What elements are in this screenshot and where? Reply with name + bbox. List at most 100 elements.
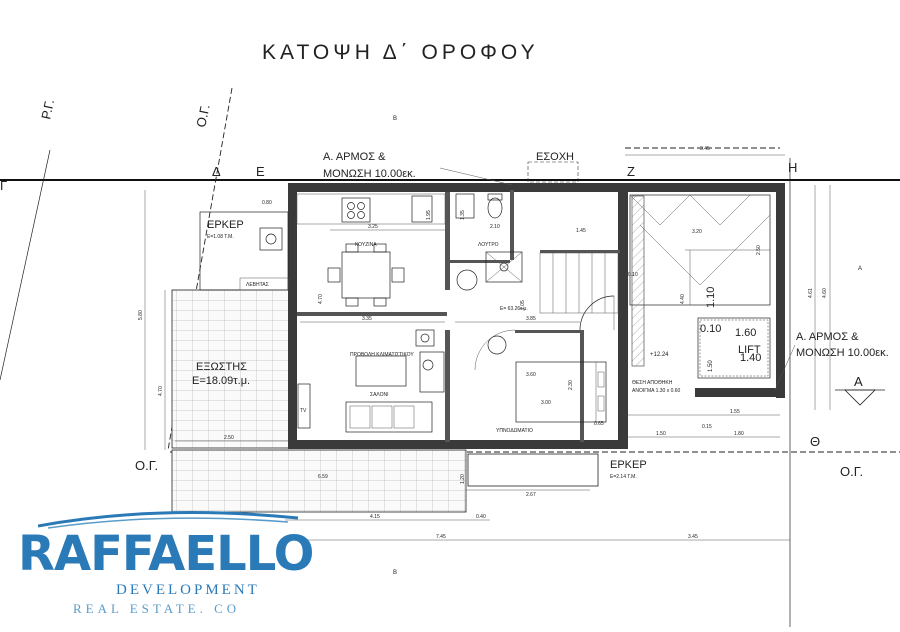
exterior-walls xyxy=(288,183,785,449)
armos-right-leader xyxy=(774,344,796,391)
logo-wordmark: RAFFAELLO xyxy=(18,526,314,582)
bedroom-furniture xyxy=(474,329,607,423)
dim-250-l: 2.50 xyxy=(224,435,234,441)
note-erker-bottom-area: Ε=2.14 Τ.Μ. xyxy=(610,474,637,480)
marker-delta: Δ xyxy=(212,164,221,179)
dim-010b: 0.10 xyxy=(628,272,638,278)
armos-top-leader xyxy=(439,167,513,186)
note-esoxh: ΕΣΟΧΗ xyxy=(536,151,574,163)
note-armos-right-2: ΜΟΝΩΣΗ 10.00εκ. xyxy=(796,347,889,359)
living-furniture xyxy=(297,329,445,433)
dim-267: 2.67 xyxy=(526,492,536,498)
room-bath: ΛΟΥΤΡΟ xyxy=(478,242,499,248)
marker-beta-top: Β xyxy=(393,116,397,122)
dim-155: 1.55 xyxy=(730,409,740,415)
note-erker-left: ΕΡΚΕΡ xyxy=(207,219,244,231)
marker-og-left: Ο.Γ. xyxy=(135,458,158,473)
dim-460: 4.60 xyxy=(822,288,828,298)
note-armos-right-1: Α. ΑΡΜΟΣ & xyxy=(796,331,859,343)
staircase xyxy=(539,252,619,331)
room-laundry: ΛΕΒΗΤΑΣ xyxy=(246,282,269,288)
stair-shaft xyxy=(629,194,771,367)
note-balcony-area: Ε=18.09τ.μ. xyxy=(192,375,250,387)
dim-470b: 4.70 xyxy=(318,294,324,304)
dim-180: 1.80 xyxy=(734,431,744,437)
dim-345-bottom: 3.45 xyxy=(688,534,698,540)
logo-wave-icon xyxy=(38,511,299,529)
drawing-title: ΚΑΤΟΨΗ Δ΄ ΟΡΟΦΟΥ xyxy=(262,41,539,64)
balcony-floor xyxy=(171,289,291,449)
marker-zeta: Ζ xyxy=(627,164,635,179)
dim-080: 0.80 xyxy=(262,200,272,206)
dim-440: 4.40 xyxy=(680,294,686,304)
interior-walls xyxy=(297,190,620,442)
dim-040: 0.40 xyxy=(476,514,486,520)
dim-250-r: 2.50 xyxy=(756,245,762,255)
note-armos-top-1: Α. ΑΡΜΟΣ & xyxy=(323,151,386,163)
logo-development: DEVELOPMENT xyxy=(116,582,260,598)
dim-120: 1.20 xyxy=(460,474,466,484)
raffaello-logo: RAFFAELLO DEVELOPMENT REAL ESTATE. CO xyxy=(18,508,314,618)
dim-415: 4.15 xyxy=(370,514,380,520)
room-ac-unit: ΠΡΟΒΟΛΗ ΚΛΙΜΑΤΙΣΤΙΚΟΥ xyxy=(350,352,414,358)
note-armos-top-2: ΜΟΝΩΣΗ 10.00εκ. xyxy=(323,168,416,180)
front-balcony-floor xyxy=(171,449,467,513)
lift-dim-vertical-b: 1.50 xyxy=(708,360,714,372)
lift-shaft xyxy=(697,317,771,379)
marker-theta: Θ xyxy=(810,434,820,449)
lift-dim-width: 1.60 xyxy=(735,327,756,339)
dim-335: 3.35 xyxy=(362,316,372,322)
note-erker-bottom: ΕΡΚΕΡ xyxy=(610,459,647,471)
dim-580: 5.80 xyxy=(138,310,144,320)
left-erker xyxy=(199,211,289,291)
dim-145: 1.45 xyxy=(576,228,586,234)
dim-230: 2.30 xyxy=(568,380,574,390)
dim-470: 4.70 xyxy=(158,386,164,396)
marker-section-a: Α xyxy=(854,374,863,389)
room-kitchen: ΚΟΥΖΙΝΑ xyxy=(355,242,377,248)
marker-rg: Ρ.Γ. xyxy=(38,98,57,121)
room-living: ΣΑΛΟΝΙ xyxy=(370,392,389,398)
dimension-lines xyxy=(144,154,831,541)
dim-659: 6.59 xyxy=(318,474,328,480)
dim-461: 4.61 xyxy=(808,288,814,298)
room-tv: TV xyxy=(300,408,307,414)
note-balcony-title: ΕΞΩΣΤΗΣ xyxy=(196,361,247,373)
dim-105: 1.05 xyxy=(520,300,526,310)
esoxh-box xyxy=(527,161,579,183)
note-elevation: +12.24 xyxy=(650,352,669,358)
note-storage-1: ΘΕΣΗ ΑΠΟΘΗΚΗ xyxy=(632,380,673,386)
bottom-erker xyxy=(467,453,599,487)
note-erker-left-area: Ε=1.08 Τ.Μ. xyxy=(207,234,234,240)
dim-150: 1.50 xyxy=(656,431,666,437)
note-storage-2: ΑΝΟΙΓΜΑ 1.30 x 0.60 xyxy=(632,388,681,394)
dim-360: 3.60 xyxy=(526,372,536,378)
marker-og-right: Ο.Γ. xyxy=(840,464,863,479)
dim-015: 0.15 xyxy=(702,424,712,430)
lift-dim-small: 0.10 xyxy=(700,323,721,335)
marker-section-small: Α xyxy=(858,266,862,272)
marker-og-top: Ο.Γ. xyxy=(193,103,212,129)
room-area: Ε= 63.26τ.μ. xyxy=(500,306,528,312)
logo-real-estate: REAL ESTATE. CO xyxy=(73,601,241,616)
lift-label: LIFT xyxy=(738,344,761,356)
marker-epsilon: Ε xyxy=(256,164,265,179)
dim-345-top: 3.45 xyxy=(700,146,710,152)
dim-195: 1.95 xyxy=(426,210,432,220)
dim-325: 3.25 xyxy=(368,224,378,230)
marker-beta-bottom: Β xyxy=(393,570,397,576)
marker-gamma: Γ xyxy=(0,178,7,193)
marker-eta: Η xyxy=(788,160,797,175)
lift-dim-depth: 1.40 xyxy=(740,352,761,364)
room-bedroom: ΥΠΝΟΔΩΜΑΤΙΟ xyxy=(496,428,533,434)
dim-320: 3.20 xyxy=(692,229,702,235)
dim-065: 0.65 xyxy=(594,421,604,427)
dim-135: 1.35 xyxy=(460,210,466,220)
dim-210: 2.10 xyxy=(490,224,500,230)
dim-385: 3.85 xyxy=(526,316,536,322)
dim-745: 7.45 xyxy=(436,534,446,540)
bathroom-fixtures xyxy=(455,193,523,291)
dim-300: 3.00 xyxy=(541,400,551,406)
